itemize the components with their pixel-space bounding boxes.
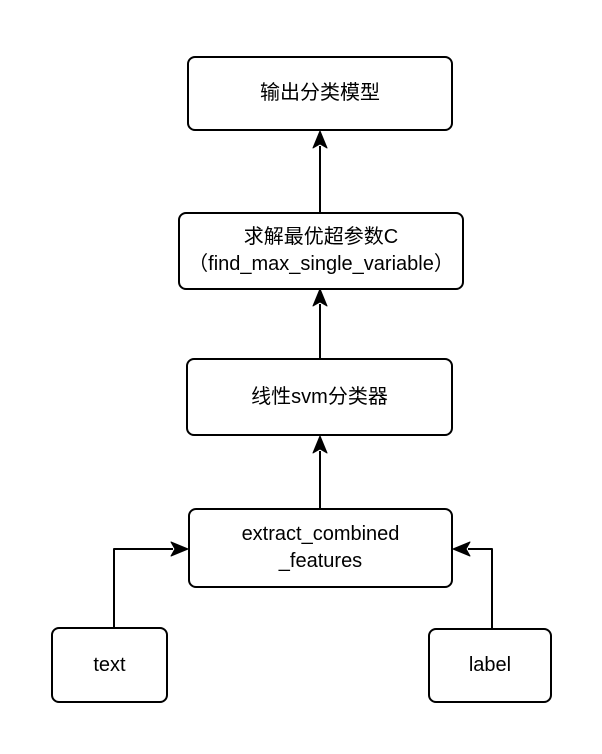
arrow-text-to-extract xyxy=(113,541,189,627)
node-label-input: label xyxy=(428,628,552,703)
node-svm-classifier: 线性svm分类器 xyxy=(186,358,453,436)
node-find-max-label-line2: （find_max_single_variable） xyxy=(188,253,454,275)
arrow-head-icon xyxy=(312,288,328,307)
arrow-extract-to-svm xyxy=(312,435,328,508)
node-text-input-label: text xyxy=(93,653,126,676)
arrow-head-icon xyxy=(452,541,471,557)
arrow-head-icon xyxy=(312,130,328,149)
arrow-line xyxy=(113,548,173,627)
node-svm-classifier-label: 线性svm分类器 xyxy=(251,385,388,408)
node-text-input: text xyxy=(51,627,168,703)
node-find-max-label-line1: 求解最优超参数C xyxy=(243,226,399,248)
node-extract-combined-features: extract_combined _features xyxy=(188,508,453,588)
node-extract-label-line1: extract_combined xyxy=(241,523,400,545)
arrow-head-icon xyxy=(312,435,328,454)
arrow-findmax-to-output xyxy=(312,130,328,212)
arrow-head-icon xyxy=(170,541,189,557)
arrow-svm-to-findmax xyxy=(312,288,328,358)
node-find-max-hyperparameter: 求解最优超参数C （find_max_single_variable） xyxy=(178,212,464,290)
arrow-label-to-extract xyxy=(452,541,493,628)
node-extract-label-line2: _features xyxy=(278,550,363,572)
arrow-line xyxy=(468,548,493,628)
node-output-model-label: 输出分类模型 xyxy=(260,82,380,104)
node-label-input-label: label xyxy=(468,654,512,676)
node-output-model: 输出分类模型 xyxy=(187,56,453,131)
